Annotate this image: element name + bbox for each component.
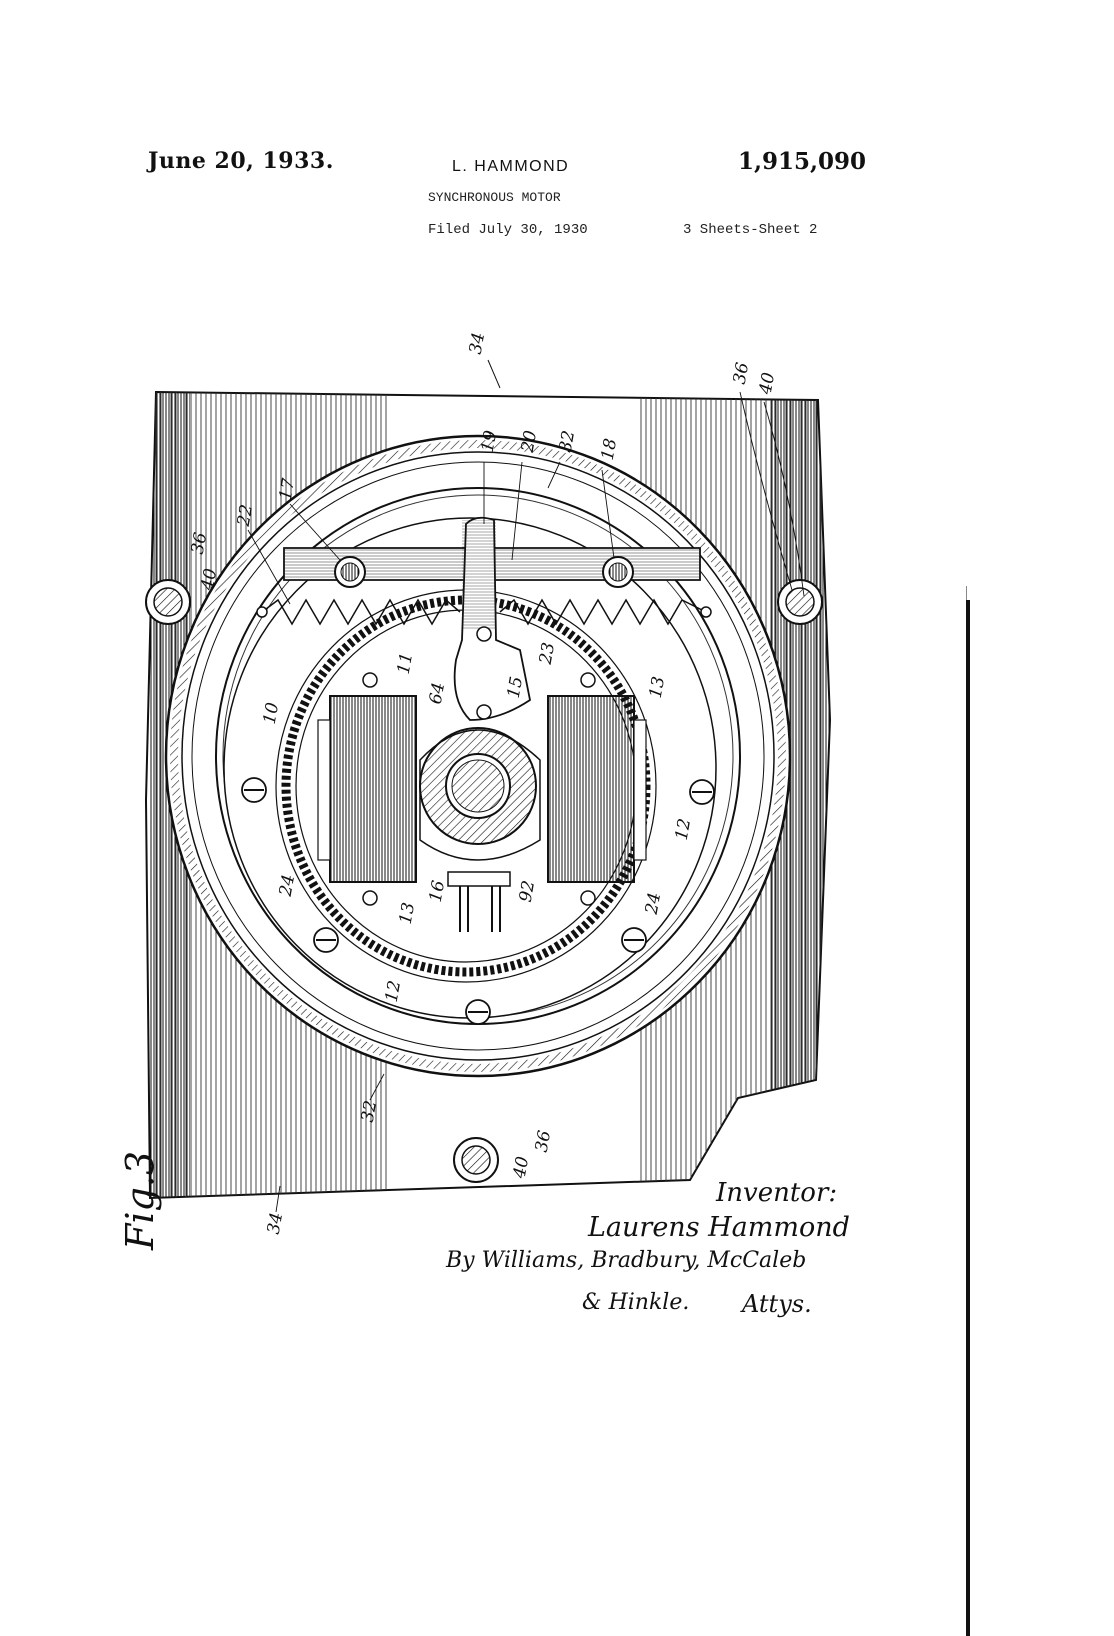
rotor <box>419 727 541 861</box>
ref-numeral-11: 11 <box>394 651 417 676</box>
ref-numeral-12: 12 <box>672 817 695 842</box>
attorneys-line-2: & Hinkle. <box>582 1290 690 1315</box>
ref-numeral-32: 32 <box>358 1099 381 1124</box>
ref-numeral-20: 20 <box>518 429 542 455</box>
patent-title: SYNCHRONOUS MOTOR <box>428 190 561 205</box>
pivot-17 <box>334 556 366 588</box>
ref-numeral-15: 15 <box>504 675 527 700</box>
ref-numeral-13: 13 <box>646 675 669 700</box>
ref-numeral-24: 24 <box>276 873 300 899</box>
scan-edge-tick <box>966 586 967 600</box>
figure-label: Fig.3 <box>118 1150 162 1250</box>
ref-numeral-12: 12 <box>382 979 405 1004</box>
filed-date: Filed July 30, 1930 <box>428 222 588 238</box>
attorneys-line-1: By Williams, Bradbury, McCaleb <box>446 1248 807 1273</box>
ref-numeral-40: 40 <box>510 1155 534 1181</box>
ref-numeral-64: 64 <box>426 681 449 706</box>
sheet-count: 3 Sheets-Sheet 2 <box>683 222 818 238</box>
inventor-signature: Laurens Hammond <box>588 1212 850 1243</box>
ref-numeral-92: 92 <box>516 879 539 904</box>
ref-numeral-32: 32 <box>556 429 579 454</box>
inventor-label: Inventor: <box>716 1178 838 1208</box>
ref-numeral-36: 36 <box>532 1129 555 1154</box>
screw-heads <box>241 626 715 1025</box>
ref-numeral-34: 34 <box>264 1211 287 1236</box>
scan-edge-bar <box>966 600 970 1636</box>
ref-numeral-36: 36 <box>730 361 753 386</box>
reference-numerals: 34 36 40 19 20 32 18 17 22 36 40 11 64 1… <box>188 331 805 1236</box>
mount-bolt-left <box>145 579 191 625</box>
ref-numeral-13: 13 <box>396 901 419 926</box>
terminals <box>447 871 511 932</box>
ref-numeral-22: 22 <box>234 503 258 529</box>
ref-numeral-23: 23 <box>536 641 560 667</box>
tension-springs <box>256 598 712 626</box>
mount-bolt-right <box>777 579 823 625</box>
field-coil-left <box>317 695 417 883</box>
patent-number: 1,915,090 <box>738 148 867 175</box>
pivot-18 <box>602 556 634 588</box>
ref-numeral-17: 17 <box>276 477 299 502</box>
ref-numeral-16: 16 <box>426 879 449 904</box>
ref-numeral-24: 24 <box>642 891 666 917</box>
ref-numeral-34: 34 <box>466 331 489 356</box>
patent-date: June 20, 1933. <box>148 148 334 174</box>
attorneys-suffix: Attys. <box>742 1290 812 1318</box>
ref-numeral-40: 40 <box>198 567 222 593</box>
field-coil-right <box>547 695 647 883</box>
ref-numeral-18: 18 <box>598 437 621 462</box>
ref-numeral-36: 36 <box>188 531 211 556</box>
ref-numeral-10: 10 <box>260 701 283 726</box>
mount-bolt-bottom <box>453 1137 499 1183</box>
ref-numeral-40: 40 <box>756 371 780 397</box>
ref-numeral-19: 19 <box>478 429 501 454</box>
inventor-heading: L. HAMMOND <box>452 158 570 175</box>
